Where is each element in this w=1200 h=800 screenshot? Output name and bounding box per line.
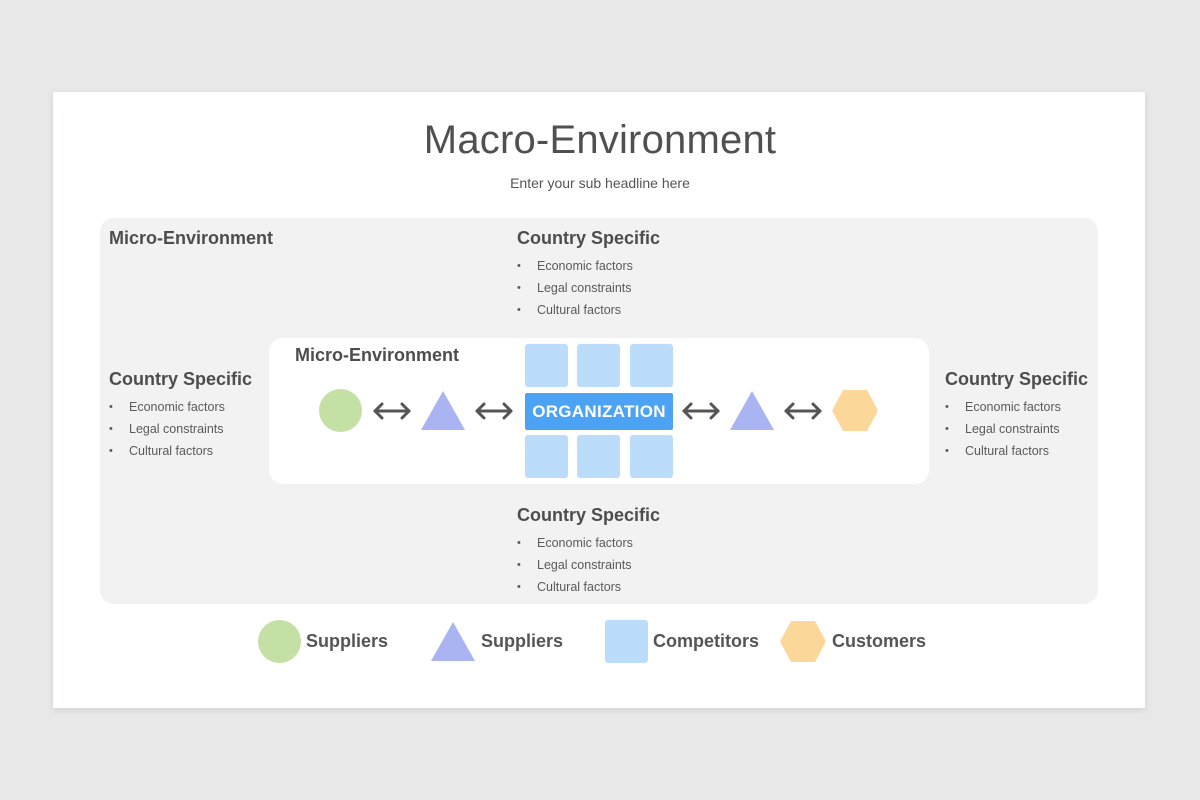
circle-icon <box>258 620 301 663</box>
list-item: Economic factors <box>109 396 309 418</box>
triangle-icon <box>431 622 475 661</box>
organization-box: ORGANIZATION <box>525 393 673 430</box>
block-title: Country Specific <box>517 228 661 248</box>
micro-panel-label: Micro-Environment <box>295 345 460 365</box>
legend-item-customers: Customers <box>779 620 926 663</box>
country-specific-left: Country Specific Economic factors Legal … <box>109 369 309 462</box>
competitor-square-icon <box>577 435 620 478</box>
country-specific-top: Country Specific Economic factors Legal … <box>517 228 717 321</box>
block-title: Country Specific <box>109 369 253 389</box>
slide-title: Macro-Environment <box>423 118 777 162</box>
slide-subtitle: Enter your sub headline here <box>510 175 690 191</box>
factor-list: Economic factors Legal constraints Cultu… <box>109 396 309 462</box>
customer-hexagon-icon <box>832 390 878 431</box>
list-item: Cultural factors <box>517 576 717 598</box>
competitor-square-icon <box>630 344 673 387</box>
competitor-square-icon <box>577 344 620 387</box>
list-item: Cultural factors <box>109 440 309 462</box>
list-item: Economic factors <box>517 532 717 554</box>
legend-item-suppliers-triangle: Suppliers <box>430 620 563 662</box>
block-title: Country Specific <box>945 369 1089 389</box>
supplier-triangle-icon <box>730 391 774 430</box>
block-title: Country Specific <box>517 505 661 525</box>
list-item: Economic factors <box>945 396 1145 418</box>
supplier-circle-icon <box>319 389 362 432</box>
factor-list: Economic factors Legal constraints Cultu… <box>517 255 717 321</box>
square-icon <box>605 620 648 663</box>
factor-list: Economic factors Legal constraints Cultu… <box>517 532 717 598</box>
list-item: Cultural factors <box>945 440 1145 462</box>
double-arrow-icon <box>475 402 513 420</box>
competitor-square-icon <box>525 435 568 478</box>
factor-list: Economic factors Legal constraints Cultu… <box>945 396 1145 462</box>
list-item: Cultural factors <box>517 299 717 321</box>
double-arrow-icon <box>682 402 720 420</box>
competitor-square-icon <box>630 435 673 478</box>
list-item: Legal constraints <box>517 554 717 576</box>
double-arrow-icon <box>373 402 411 420</box>
country-specific-right: Country Specific Economic factors Legal … <box>945 369 1145 462</box>
legend-label: Suppliers <box>306 631 389 651</box>
legend-item-competitors: Competitors <box>605 620 759 663</box>
legend-label: Suppliers <box>481 630 564 651</box>
macro-panel-label: Micro-Environment <box>109 228 274 248</box>
legend-label: Customers <box>832 631 927 651</box>
list-item: Legal constraints <box>945 418 1145 440</box>
hexagon-icon <box>780 621 826 662</box>
legend-item-suppliers-circle: Suppliers <box>258 620 388 663</box>
list-item: Legal constraints <box>109 418 309 440</box>
list-item: Legal constraints <box>517 277 717 299</box>
competitor-square-icon <box>525 344 568 387</box>
country-specific-bottom: Country Specific Economic factors Legal … <box>517 505 717 598</box>
list-item: Economic factors <box>517 255 717 277</box>
supplier-triangle-icon <box>421 391 465 430</box>
legend-label: Competitors <box>653 631 760 651</box>
double-arrow-icon <box>784 402 822 420</box>
